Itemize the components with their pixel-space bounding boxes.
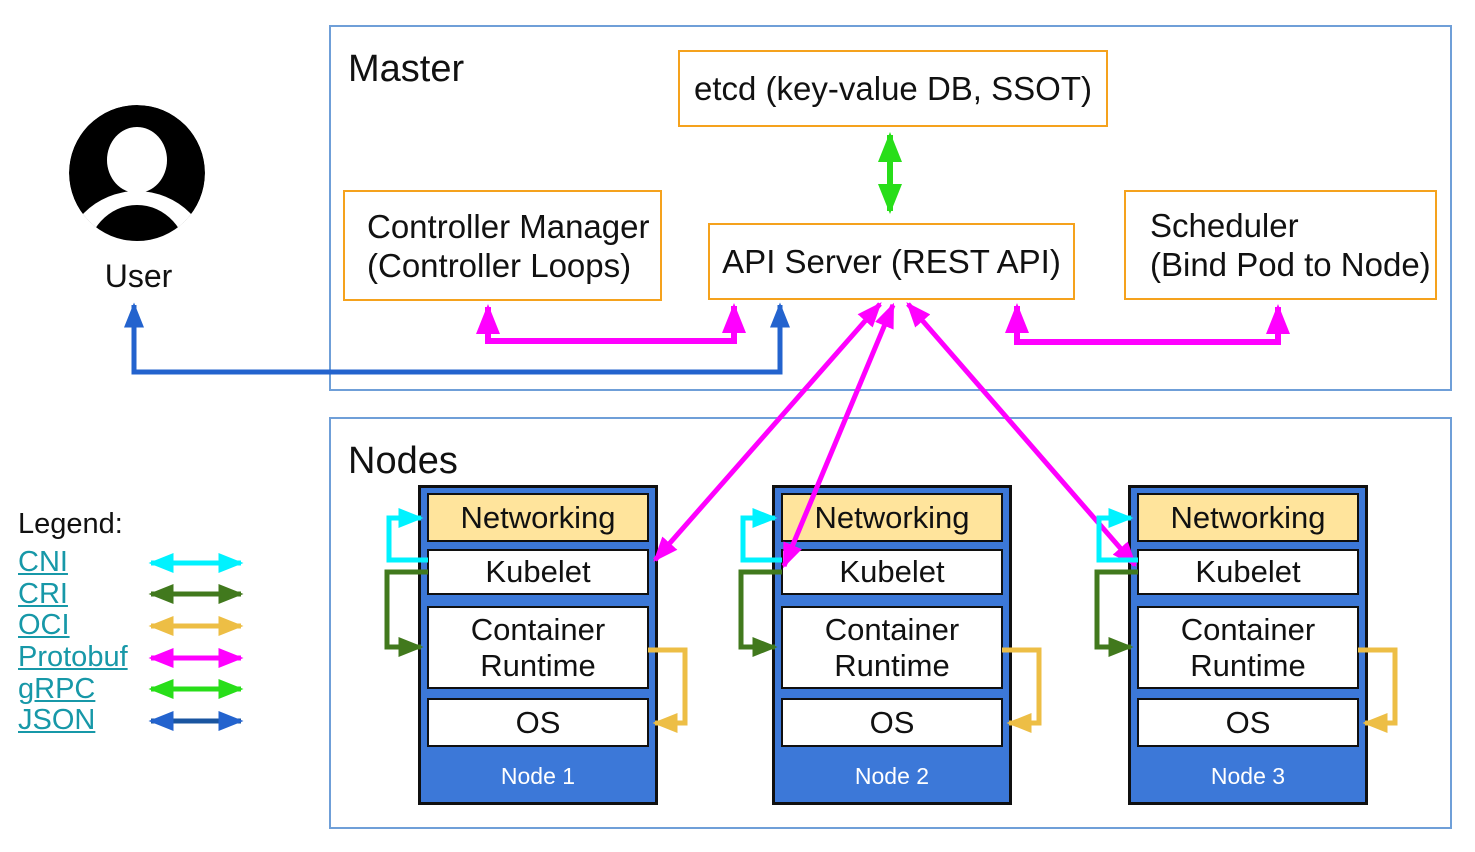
- legend-link-oci[interactable]: OCI: [18, 609, 70, 642]
- master-title: Master: [348, 48, 465, 90]
- etcd-label: etcd (key-value DB, SSOT): [694, 70, 1092, 107]
- controller-manager-label-line1: Controller Manager: [367, 207, 650, 245]
- legend-link-protobuf[interactable]: Protobuf: [18, 641, 128, 674]
- node3-layer-os: OS: [1137, 698, 1359, 747]
- node1-layer-container-runtime: Container Runtime: [427, 606, 649, 689]
- legend-link-cri[interactable]: CRI: [18, 577, 68, 610]
- node2-layer-networking: Networking: [781, 493, 1003, 542]
- legend: Legend: CNI CRI OCI Protobuf gRP: [18, 508, 249, 737]
- cni-arrow-sample: [148, 552, 244, 573]
- node2-layer-container-runtime: Container Runtime: [781, 606, 1003, 689]
- user-label: User: [104, 258, 173, 294]
- controller-manager-box: Controller Manager (Controller Loops): [343, 190, 662, 301]
- node-1: Networking Kubelet Container Runtime OS …: [418, 485, 658, 805]
- legend-link-json[interactable]: JSON: [18, 704, 96, 737]
- grpc-arrow-sample: [148, 679, 244, 700]
- nodes-title: Nodes: [348, 440, 458, 482]
- legend-row-cri: CRI: [18, 577, 249, 611]
- oci-arrow-sample: [148, 615, 244, 636]
- protobuf-arrow-sample: [148, 647, 244, 668]
- scheduler-label-line2: (Bind Pod to Node): [1150, 246, 1431, 283]
- node2-name: Node 2: [854, 762, 930, 789]
- node2-layer-os: OS: [781, 698, 1003, 747]
- node3-layer-networking: Networking: [1137, 493, 1359, 542]
- node-2: Networking Kubelet Container Runtime OS …: [772, 485, 1012, 805]
- cri-arrow-sample: [148, 584, 244, 605]
- legend-link-cni[interactable]: CNI: [18, 546, 68, 579]
- legend-title: Legend:: [18, 508, 123, 540]
- user-icon: [69, 105, 205, 241]
- legend-row-oci: OCI: [18, 609, 249, 642]
- node3-layer-container-runtime: Container Runtime: [1137, 606, 1359, 689]
- node2-layer-kubelet: Kubelet: [781, 549, 1003, 595]
- node1-layer-networking: Networking: [427, 493, 649, 542]
- api-server-box: API Server (REST API): [708, 223, 1075, 300]
- node3-layer-kubelet: Kubelet: [1137, 549, 1359, 595]
- node1-name: Node 1: [500, 762, 576, 789]
- scheduler-label-line1: Scheduler: [1150, 207, 1299, 244]
- legend-row-json: JSON: [18, 704, 249, 737]
- legend-row-protobuf: Protobuf: [18, 641, 249, 674]
- node1-layer-os: OS: [427, 698, 649, 747]
- node3-name: Node 3: [1210, 762, 1286, 789]
- json-arrow-sample: [148, 710, 244, 731]
- node-3: Networking Kubelet Container Runtime OS …: [1128, 485, 1368, 805]
- node1-layer-kubelet: Kubelet: [427, 549, 649, 595]
- scheduler-box: Scheduler (Bind Pod to Node): [1124, 190, 1437, 300]
- legend-link-grpc[interactable]: gRPC: [18, 672, 96, 705]
- legend-row-cni: CNI: [18, 546, 249, 579]
- controller-manager-label-line2: (Controller Loops): [367, 246, 632, 284]
- api-server-label: API Server (REST API): [722, 243, 1061, 280]
- etcd-box: etcd (key-value DB, SSOT): [678, 50, 1108, 127]
- legend-row-grpc: gRPC: [18, 673, 249, 705]
